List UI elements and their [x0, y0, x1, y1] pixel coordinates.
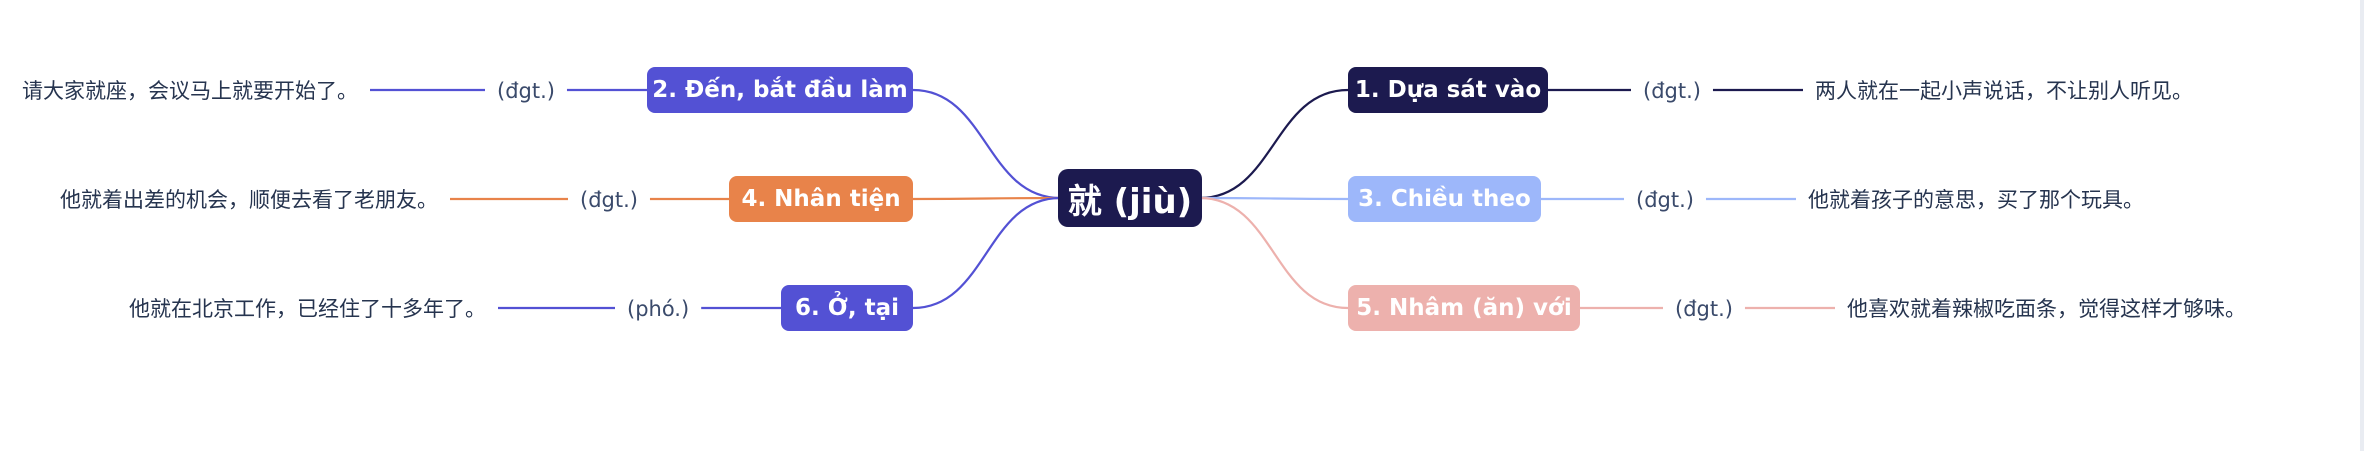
branch-node-4[interactable]: 4. Nhân tiện — [729, 176, 913, 222]
branch-node-1[interactable]: 1. Dựa sát vào — [1348, 67, 1548, 113]
connector-root-branch-6 — [912, 196, 1061, 310]
branch-6-example: 他就在北京工作，已经住了十多年了。 — [129, 297, 486, 321]
branch-node-3[interactable]: 3. Chiều theo — [1348, 176, 1541, 222]
branch-4-example: 他就着出差的机会，顺便去看了老朋友。 — [60, 188, 438, 212]
branch-5-example: 他喜欢就着辣椒吃面条，觉得这样才够味。 — [1847, 297, 2246, 321]
connector-root-branch-2 — [912, 88, 1061, 200]
connector-root-branch-3 — [1199, 196, 1349, 201]
connector-root-branch-1 — [1199, 88, 1349, 200]
branch-2-part-of-speech: (đgt.) — [497, 79, 555, 103]
branch-node-2[interactable]: 2. Đến, bắt đầu làm — [647, 67, 913, 113]
branch-3-part-of-speech: (đgt.) — [1636, 188, 1694, 212]
branch-node-6[interactable]: 6. Ở, tại — [781, 285, 913, 331]
root-node[interactable]: 就 (jiù) — [1058, 169, 1202, 227]
branch-2-example: 请大家就座，会议马上就要开始了。 — [22, 79, 358, 103]
branch-4-part-of-speech: (đgt.) — [580, 188, 638, 212]
right-edge-scrollbar[interactable] — [2360, 0, 2364, 451]
connector-root-branch-4 — [912, 196, 1061, 201]
branch-1-example: 两人就在一起小声说话，不让别人听见。 — [1815, 79, 2193, 103]
branch-1-part-of-speech: (đgt.) — [1643, 79, 1701, 103]
branch-5-part-of-speech: (đgt.) — [1675, 297, 1733, 321]
branch-6-part-of-speech: (phó.) — [627, 297, 690, 321]
connector-root-branch-5 — [1199, 196, 1349, 310]
branch-3-example: 他就着孩子的意思，买了那个玩具。 — [1808, 188, 2144, 212]
branch-node-5[interactable]: 5. Nhâm (ăn) với — [1348, 285, 1580, 331]
